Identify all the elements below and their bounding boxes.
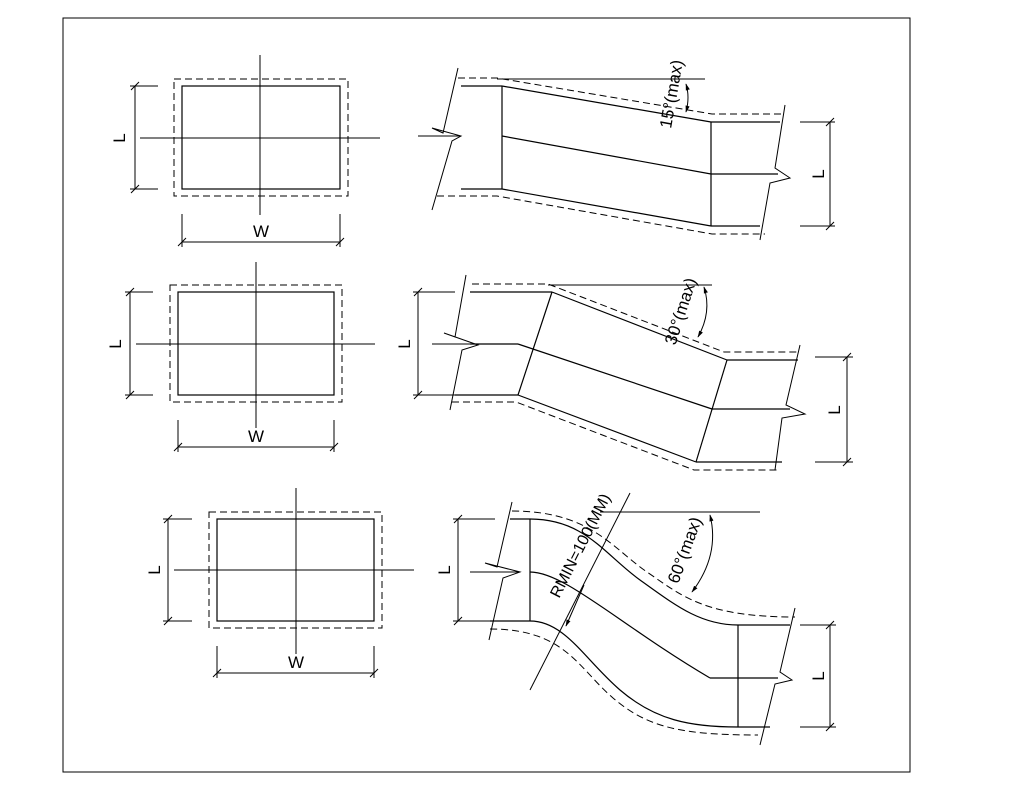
row-3-radius-label: RMIN=100(MM) xyxy=(547,491,614,601)
row-1-section: L W xyxy=(110,55,380,247)
row-1-section-width-label: W xyxy=(253,222,269,241)
row-1-offset: 15°(max) L xyxy=(418,58,835,241)
drawing-frame xyxy=(62,17,911,773)
row-3-offset-left-length-label: L xyxy=(435,565,454,574)
row-2-offset-right-length-label: L xyxy=(825,405,844,414)
row-2-angle-label: 30°(max) xyxy=(661,275,700,347)
row-1-section-length-label: L xyxy=(110,133,129,142)
row-3-offset: RMIN=100(MM) 60°(max) L L xyxy=(435,491,836,746)
row-2-section-length-label: L xyxy=(106,339,125,348)
row-1-angle-label: 15°(max) xyxy=(656,58,687,129)
row-3-angle-label: 60°(max) xyxy=(664,514,706,585)
row-2-section: L W xyxy=(106,262,375,452)
row-2-offset: 30°(max) L L xyxy=(395,274,853,471)
row-3-section: L W xyxy=(145,488,414,678)
row-3-section-width-label: W xyxy=(288,653,304,672)
row-2-offset-left-length-label: L xyxy=(395,339,414,348)
row-3-section-length-label: L xyxy=(145,565,164,574)
row-2-section-width-label: W xyxy=(248,427,264,446)
row-3-offset-right-length-label: L xyxy=(809,671,828,680)
row-1-offset-length-label: L xyxy=(809,169,828,178)
